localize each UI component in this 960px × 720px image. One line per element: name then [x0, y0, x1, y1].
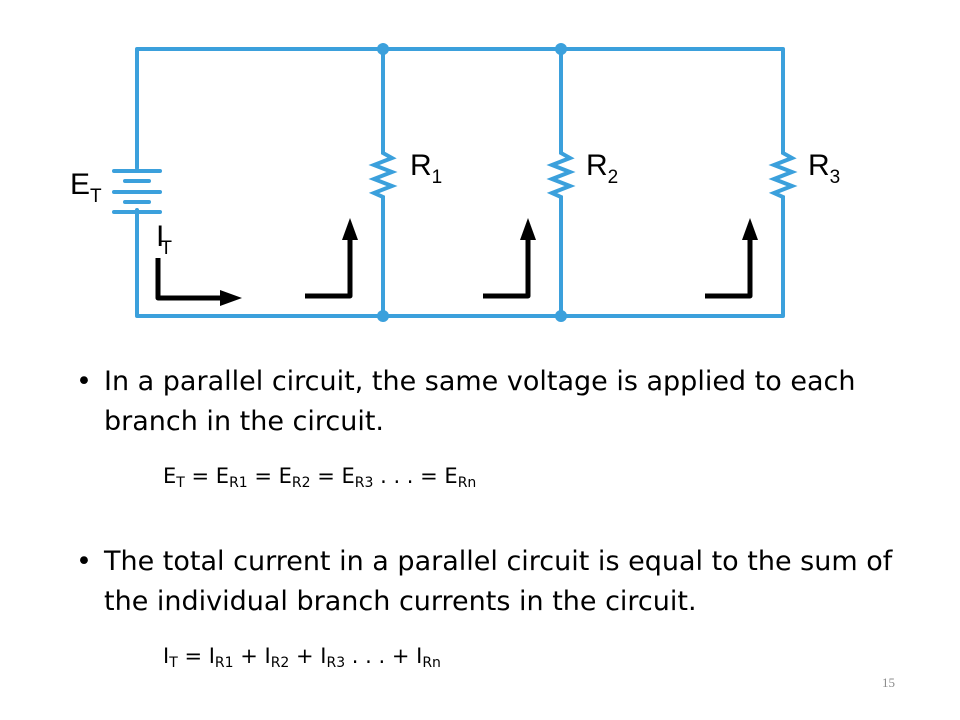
current-formula: IT = IR1 + IR2 + IR3 . . . + IRn — [163, 644, 441, 671]
resistor-r1 — [368, 148, 398, 200]
bullet-text-voltage: In a parallel circuit, the same voltage … — [104, 366, 856, 437]
junction-dots — [377, 43, 567, 322]
left-wire-lower — [135, 198, 785, 318]
formula-subscript: Rn — [457, 475, 477, 491]
formula-subscript: T — [169, 655, 178, 671]
circuit-wires — [135, 47, 785, 318]
formula-term: = E — [310, 464, 355, 488]
formula-subscript: R1 — [229, 475, 248, 491]
branch-2-current-arrow — [483, 238, 531, 299]
formula-subscript: T — [176, 475, 185, 491]
formula-subscript: R1 — [214, 655, 234, 671]
resistor-r3 — [768, 148, 798, 200]
branch-1-current-arrow — [305, 238, 353, 299]
voltage-formula: ET = ER1 = ER2 = ER3 . . . = ERn — [163, 464, 476, 491]
resistor-label-r2: R2 — [586, 149, 618, 188]
formula-term: . . . + I — [345, 644, 423, 668]
formula-term: E — [163, 464, 177, 488]
junction-dot — [377, 43, 389, 55]
total-current-label: IT — [156, 220, 172, 259]
branch-3-current-arrow — [705, 238, 753, 299]
formula-subscript: R3 — [354, 475, 374, 491]
formula-term: I — [163, 644, 170, 668]
resistor-label-r3: R3 — [808, 149, 840, 188]
battery-symbol — [112, 169, 162, 214]
parallel-circuit-diagram: ET IT R1 R2 R3 — [70, 43, 840, 322]
source-label: ET — [70, 168, 102, 207]
formula-term: = I — [177, 644, 215, 668]
page-number: 15 — [882, 675, 895, 690]
formula-subscript: Rn — [422, 655, 441, 671]
formula-subscript: R3 — [326, 655, 346, 671]
resistors — [368, 148, 798, 200]
formula-subscript: R2 — [291, 475, 311, 491]
formula-term: = E — [247, 464, 292, 488]
formula-term: . . . = E — [373, 464, 458, 488]
current-arrows — [155, 218, 758, 306]
bullet-marker: • — [76, 366, 92, 397]
junction-dot — [555, 310, 567, 322]
bullet-marker: • — [76, 546, 92, 577]
left-wire-upper — [135, 47, 785, 170]
formula-term: + I — [233, 644, 271, 668]
formula-term: = E — [184, 464, 230, 488]
total-current-arrow — [155, 258, 222, 301]
resistor-r2 — [546, 148, 576, 200]
formula-term: + I — [289, 644, 327, 668]
bullet-text-current: The total current in a parallel circuit … — [104, 546, 893, 617]
resistor-label-r1: R1 — [410, 149, 442, 188]
junction-dot — [377, 310, 389, 322]
circuit-labels: ET IT R1 R2 R3 — [70, 149, 840, 259]
formula-subscript: R2 — [270, 655, 290, 671]
junction-dot — [555, 43, 567, 55]
